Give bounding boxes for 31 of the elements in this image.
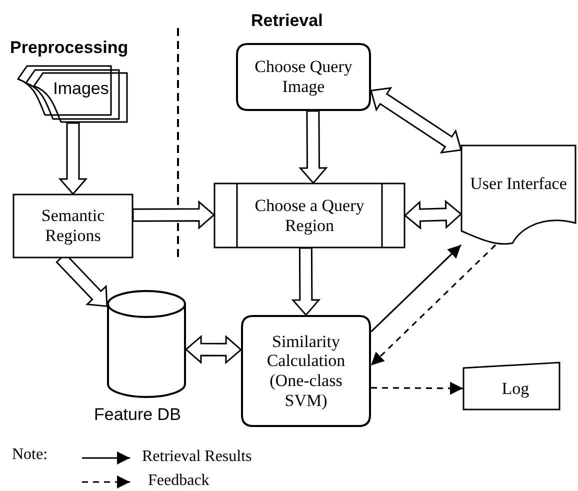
node-label: Choose Query Image bbox=[254, 57, 354, 97]
legend-label: Feedback bbox=[148, 472, 210, 490]
node-label: User Interface bbox=[470, 174, 567, 194]
document-shape bbox=[461, 145, 576, 245]
dashed-arrow bbox=[370, 244, 496, 366]
document-stack bbox=[17, 65, 129, 123]
block-arrow bbox=[291, 247, 321, 316]
node-label: Images bbox=[53, 79, 109, 99]
process-box bbox=[13, 194, 133, 258]
note-label: Note: bbox=[12, 446, 48, 464]
block-arrow bbox=[132, 200, 216, 230]
dashed-arrow bbox=[371, 382, 463, 395]
manual-input-shape bbox=[463, 362, 560, 410]
block-arrow bbox=[298, 110, 328, 184]
section-heading: Retrieval bbox=[251, 11, 323, 31]
node-label: Semantic Regions bbox=[40, 206, 106, 246]
node-caption: Feature DB bbox=[94, 405, 181, 425]
block-arrow bbox=[184, 334, 242, 364]
node-label: Log bbox=[502, 379, 530, 399]
arrow bbox=[370, 244, 462, 332]
block-arrow bbox=[58, 122, 88, 196]
block-arrow bbox=[404, 200, 462, 230]
block-arrow bbox=[370, 87, 462, 154]
database-cylinder bbox=[107, 290, 186, 398]
node-label: Similarity Calculation (One-class SVM) bbox=[266, 332, 346, 410]
legend-label: Retrieval Results bbox=[142, 448, 252, 466]
predefined-process-box bbox=[214, 183, 405, 248]
rounded-box bbox=[236, 43, 371, 111]
node-label: Choose a Query Region bbox=[254, 196, 366, 236]
rounded-box bbox=[241, 315, 371, 427]
section-heading: Preprocessing bbox=[10, 38, 128, 58]
